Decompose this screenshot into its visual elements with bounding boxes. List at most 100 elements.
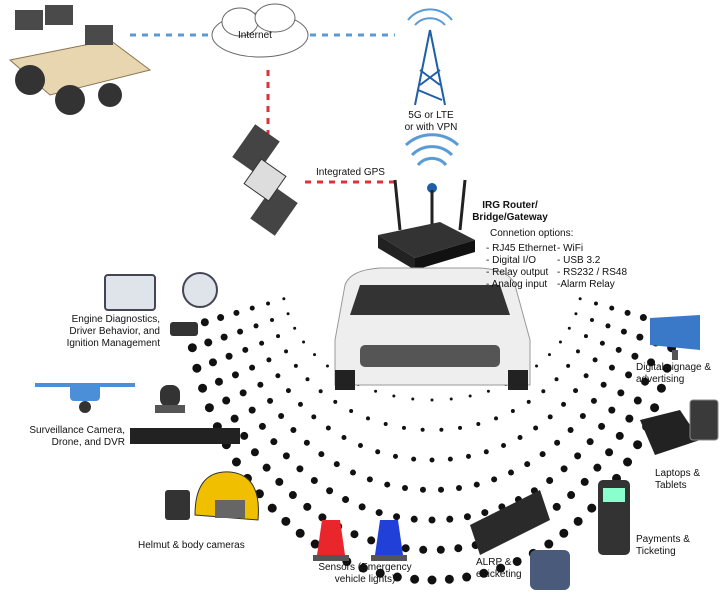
signal-dot [615,346,622,353]
signal-dot [533,425,539,431]
signal-dot [544,539,554,549]
signal-dot [233,309,240,316]
signal-dot [539,451,546,458]
signal-dot [285,388,291,394]
signal-dot [546,476,554,484]
signal-dot [310,539,320,549]
router-label-1: IRG Router/ [482,200,538,211]
signal-dot [547,414,553,420]
signal-dot [617,389,625,397]
helmet-label: Helmut & body cameras [138,540,245,551]
signal-dot [605,323,611,329]
signal-dot [220,333,228,341]
signal-dot [240,431,249,440]
signal-dot [662,363,672,373]
signal-dot [623,457,633,467]
options-right: - WiFi- USB 3.2- RS232 / RS48-Alarm Rela… [557,243,627,291]
signal-dot [447,456,453,462]
signal-dot [446,515,454,523]
signal-dot [383,422,388,427]
signal-dot [598,422,606,430]
signal-dot [541,389,546,394]
red-light-icon [313,520,349,561]
signal-dot [288,491,297,500]
signal-dot [573,388,579,394]
signal-dot [282,297,286,301]
signal-dot [242,346,249,353]
signal-dot [575,349,580,354]
dome-camera-icon [155,385,185,413]
signal-dot [454,544,463,553]
signage-label-1: Digital signage & [636,362,712,373]
signal-dot [494,416,499,421]
signal-dot [270,318,275,323]
engine-label-2: Driver Behavior, and [69,326,160,337]
signal-dot [524,461,531,468]
cell-tower-icon [407,8,453,106]
signal-dot [636,333,644,341]
laptops-label-2: Tablets [655,480,687,491]
engine-label-3: Ignition Management [66,338,160,349]
signal-dot [275,373,281,379]
signal-dot [374,389,378,393]
blue-light-icon [371,520,407,561]
signal-dot [456,485,463,492]
digital-signage-icon [650,315,700,360]
signal-dot [293,363,298,368]
signal-dot [631,352,639,360]
signal-dot [430,398,434,402]
signal-dot [358,563,368,573]
signal-dot [512,556,522,566]
signal-dot [341,435,347,441]
signal-dot [419,545,428,554]
signal-dot [311,414,317,420]
signal-dot [208,358,217,367]
signal-dot [473,481,480,488]
alpr-camera-icon [470,490,550,555]
signal-dot [349,408,354,413]
internet-label: Internet [238,30,272,41]
signal-dot [296,465,304,473]
sensors-label-1: Sensors (Emergency [318,562,412,573]
signal-dot [278,412,285,419]
signal-dot [286,312,290,316]
signal-dot [249,305,255,311]
signal-dot [257,381,264,388]
cell-label-1: 5G or LTE [408,110,454,121]
signal-dot [633,396,642,405]
signal-dot [204,403,214,413]
signal-dot [410,574,420,584]
signal-dot [566,363,571,368]
signal-dot [375,449,381,455]
signal-dot [325,425,331,431]
option-relay: - Relay output [486,267,549,278]
signal-dot [267,397,274,404]
ticket-printer-icon [530,550,570,590]
signal-dot [248,406,256,414]
signal-dot [615,431,624,440]
signal-dot [284,349,289,354]
signal-dot [401,544,410,553]
signal-dot [481,509,489,517]
signal-dot [579,412,586,419]
dvr-icon [130,428,240,444]
signal-dot [303,502,312,511]
signal-dot [358,503,366,511]
signal-dot [266,301,271,306]
signal-dot [593,301,598,306]
signal-dot [217,314,225,322]
signal-dot [593,463,602,472]
signal-dot [204,338,213,347]
surveillance-label-1: Surveillance Camera, [29,425,125,436]
engine-label-1: Engine Diagnostics, [71,314,160,325]
sensors-label-2: vehicle lights) [334,574,396,585]
signal-dot [574,452,582,460]
gps-label: Integrated GPS [316,167,385,178]
signal-dot [589,318,594,323]
signal-dot [250,448,259,457]
router-icon [378,179,475,270]
signal-dot [599,340,605,346]
cell-label-2: or with VPN [404,122,458,133]
signal-dot [419,486,426,493]
